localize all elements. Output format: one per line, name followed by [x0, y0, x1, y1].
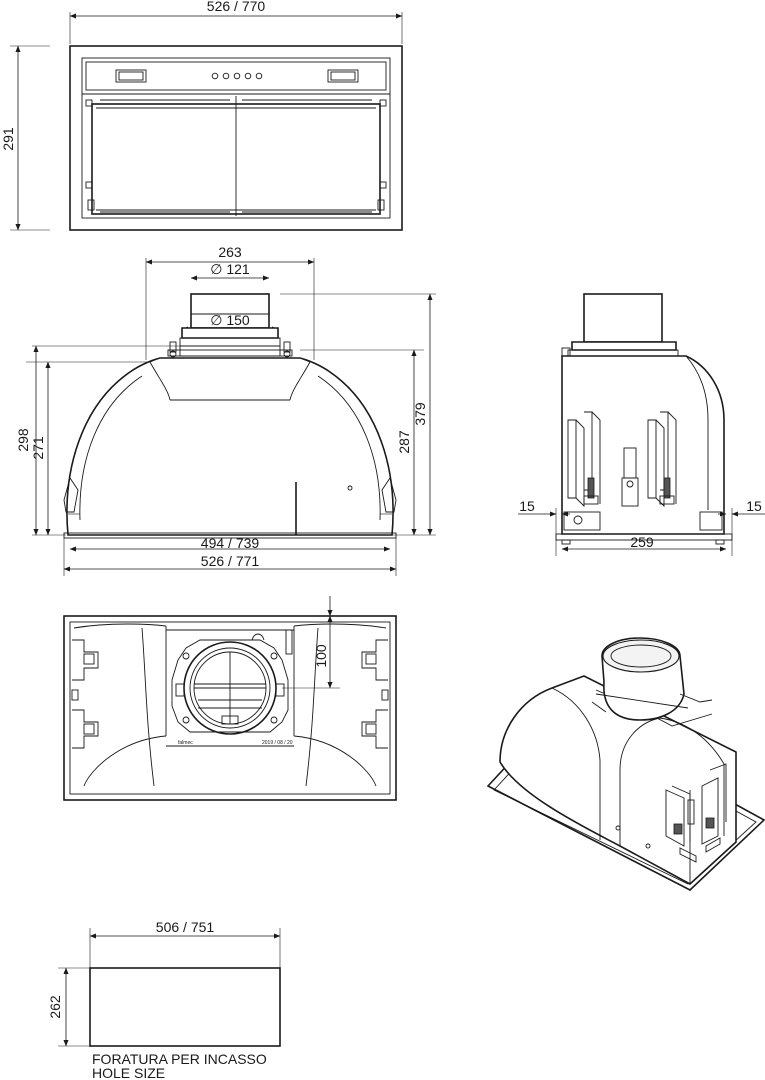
plate-mark: 2019 / 08 / 20 — [262, 740, 293, 746]
dim-side-height-2: 271 — [30, 436, 46, 460]
dim-base-inner: 494 / 739 — [201, 535, 260, 551]
front-view: 526 / 770 291 — [0, 0, 403, 231]
dim-front-width: 526 / 770 — [207, 0, 266, 14]
logo-mark: falmec — [178, 740, 193, 746]
dim-side-margin-left: 15 — [519, 498, 535, 514]
dim-base-outer: 526 / 771 — [201, 553, 260, 569]
dim-duct-flange: ∅ 150 — [210, 312, 250, 328]
hole-size-view: 506 / 751 262 FORATURA PER INCASSO HOLE … — [47, 919, 281, 1080]
dim-side-height-1: 298 — [15, 428, 31, 452]
caption-line-2: HOLE SIZE — [92, 1065, 165, 1080]
dim-duct-inner: ∅ 121 — [210, 261, 250, 277]
isometric-view — [486, 637, 765, 891]
dim-front-height: 291 — [0, 127, 16, 151]
dim-side-height-4: 379 — [412, 402, 428, 426]
dim-duct-outer: 263 — [218, 244, 242, 260]
caption-line-1: FORATURA PER INCASSO — [92, 1051, 267, 1067]
dim-side-depth: 259 — [630, 534, 654, 550]
dim-hole-height: 262 — [47, 995, 63, 1019]
dim-side-margin-right: 15 — [746, 498, 762, 514]
top-view: falmec 2019 / 08 / 20 100 — [63, 596, 397, 801]
dim-hole-width: 506 / 751 — [156, 919, 215, 935]
front-elevation: 263 ∅ 121 ∅ 150 298 271 287 379 494 / 73… — [15, 244, 436, 576]
side-view: 15 15 259 — [518, 293, 765, 556]
dim-top-offset: 100 — [313, 644, 329, 668]
dim-side-height-3: 287 — [396, 430, 412, 454]
